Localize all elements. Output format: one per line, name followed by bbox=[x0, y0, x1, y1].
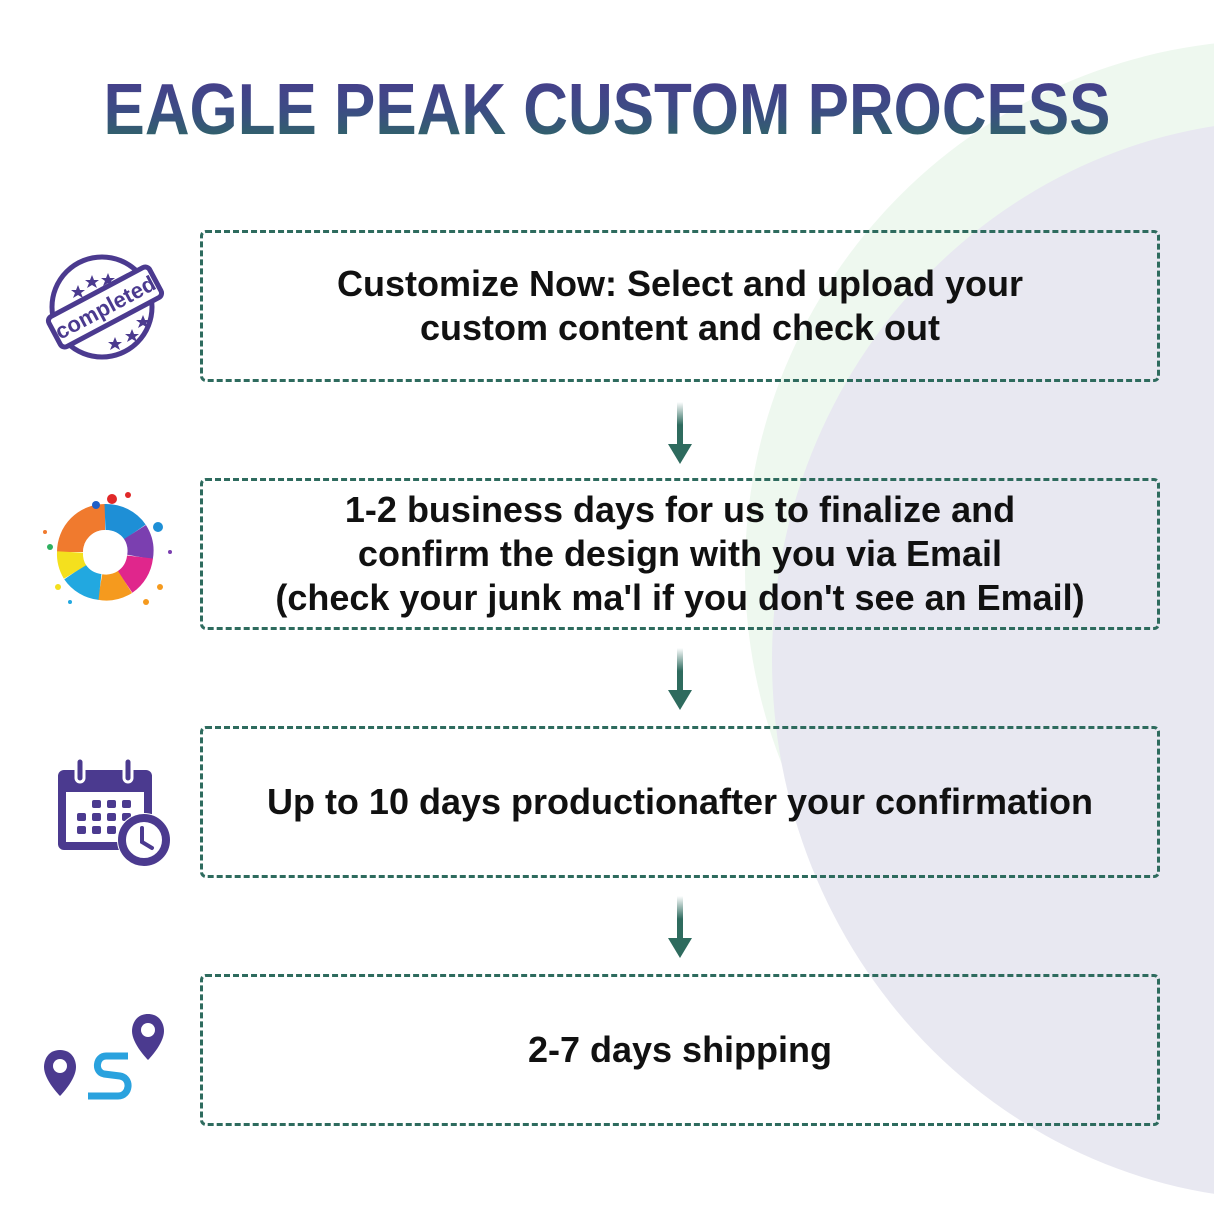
step-1-box: Customize Now: Select and upload your cu… bbox=[200, 230, 1160, 382]
step-4-box: 2-7 days shipping bbox=[200, 974, 1160, 1126]
step-2-box: 1-2 business days for us to finalize and… bbox=[200, 478, 1160, 630]
arrow-down-icon bbox=[668, 896, 692, 958]
arrow-down-icon bbox=[668, 402, 692, 464]
step-1-text: Customize Now: Select and upload your cu… bbox=[336, 263, 1024, 348]
step-4-text: 2-7 days shipping bbox=[527, 1029, 833, 1070]
paint-splash-icon bbox=[25, 472, 185, 632]
completed-stamp-icon: completed bbox=[30, 230, 180, 380]
route-pins-icon bbox=[30, 985, 180, 1135]
page-title: EAGLE PEAK CUSTOM PROCESS bbox=[85, 70, 1129, 150]
calendar-clock-icon bbox=[30, 732, 180, 882]
step-3-text: Up to 10 days productionafter your confi… bbox=[266, 781, 1094, 822]
step-3-box: Up to 10 days productionafter your confi… bbox=[200, 726, 1160, 878]
arrow-down-icon bbox=[668, 648, 692, 710]
step-2-text: 1-2 business days for us to finalize and… bbox=[275, 489, 1085, 618]
